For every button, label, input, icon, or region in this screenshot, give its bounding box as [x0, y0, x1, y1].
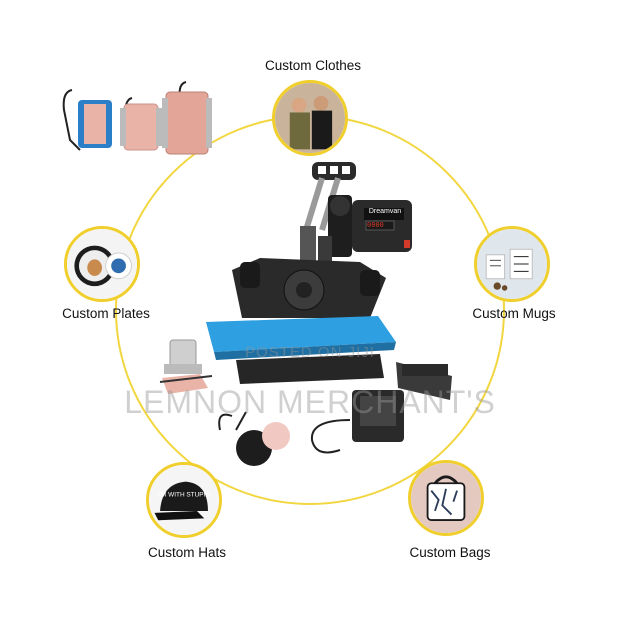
custom-mugs-image: [474, 226, 550, 302]
mugs-photo-icon: [477, 229, 547, 299]
plates-photo-icon: [67, 229, 137, 299]
cap-press-attachment: [159, 339, 213, 394]
machine-display: 0000: [367, 221, 384, 229]
watermark-line-2: LEMNON MERCHANT'S: [124, 384, 496, 420]
custom-plates-label: Custom Plates: [62, 306, 150, 321]
watermark-line-1: POSTED ON JIJI: [245, 344, 375, 361]
custom-mugs-label: Custom Mugs: [472, 306, 556, 321]
hat-text: I'M WITH STUPID: [158, 491, 210, 498]
mug-press-attachment: [310, 362, 452, 454]
lower-platen: [206, 316, 396, 384]
mug-pad-pink-1: [120, 97, 162, 151]
custom-clothes-image: [272, 80, 348, 156]
hats-photo-icon: I'M WITH STUPID: [149, 465, 219, 535]
clothes-photo-icon: [275, 83, 345, 153]
custom-clothes-label: Custom Clothes: [264, 58, 362, 73]
custom-bags-label: Custom Bags: [409, 545, 491, 560]
custom-plates-image: [64, 226, 140, 302]
control-box: [352, 200, 412, 252]
plate-press-attachment: [218, 411, 290, 466]
machine-brand: Dreamvan: [368, 208, 402, 215]
custom-hats-label: Custom Hats: [147, 545, 227, 560]
custom-hats-image: I'M WITH STUPID: [146, 462, 222, 538]
press-handle: [303, 162, 356, 231]
mug-pad-pink-2: [162, 81, 212, 155]
bags-photo-icon: [411, 463, 481, 533]
mug-pad-blue: [62, 89, 112, 151]
custom-bags-image: [408, 460, 484, 536]
upper-heat-plate: [232, 258, 386, 318]
